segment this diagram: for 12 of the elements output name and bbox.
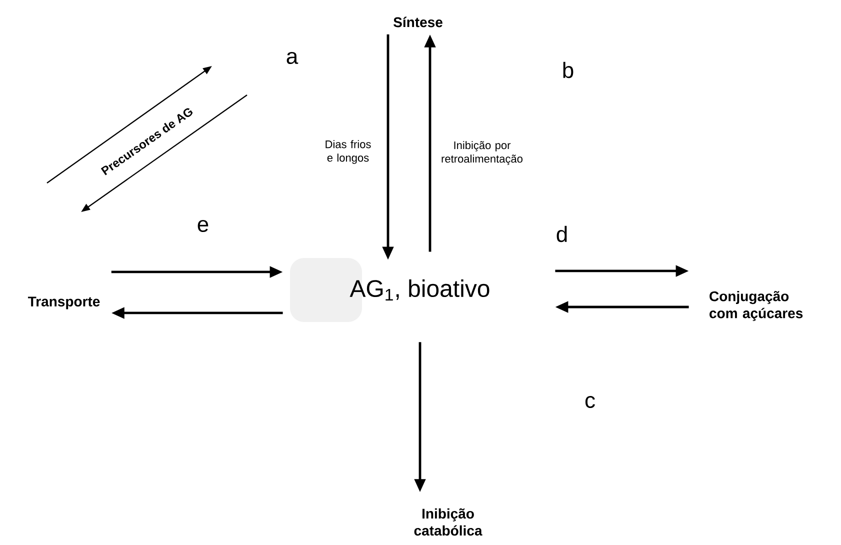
edge-label: Dias frios e longos: [326, 140, 371, 164]
step-letter: b: [563, 62, 574, 78]
text-label: Inibição catabólica: [414, 508, 482, 536]
step-letter: c: [585, 396, 595, 408]
text-label: Síntese: [394, 16, 442, 28]
step-letter: e: [198, 220, 208, 232]
step-letter: d: [556, 226, 567, 242]
text-label: Transporte: [28, 296, 100, 310]
edge-label: Inibição por retroalimentação: [442, 141, 522, 165]
text-label: Conjugação com açúcares: [710, 290, 803, 321]
compound-label: AG$_{1}$, bioativo: [350, 279, 490, 301]
step-letter: a: [286, 52, 298, 64]
